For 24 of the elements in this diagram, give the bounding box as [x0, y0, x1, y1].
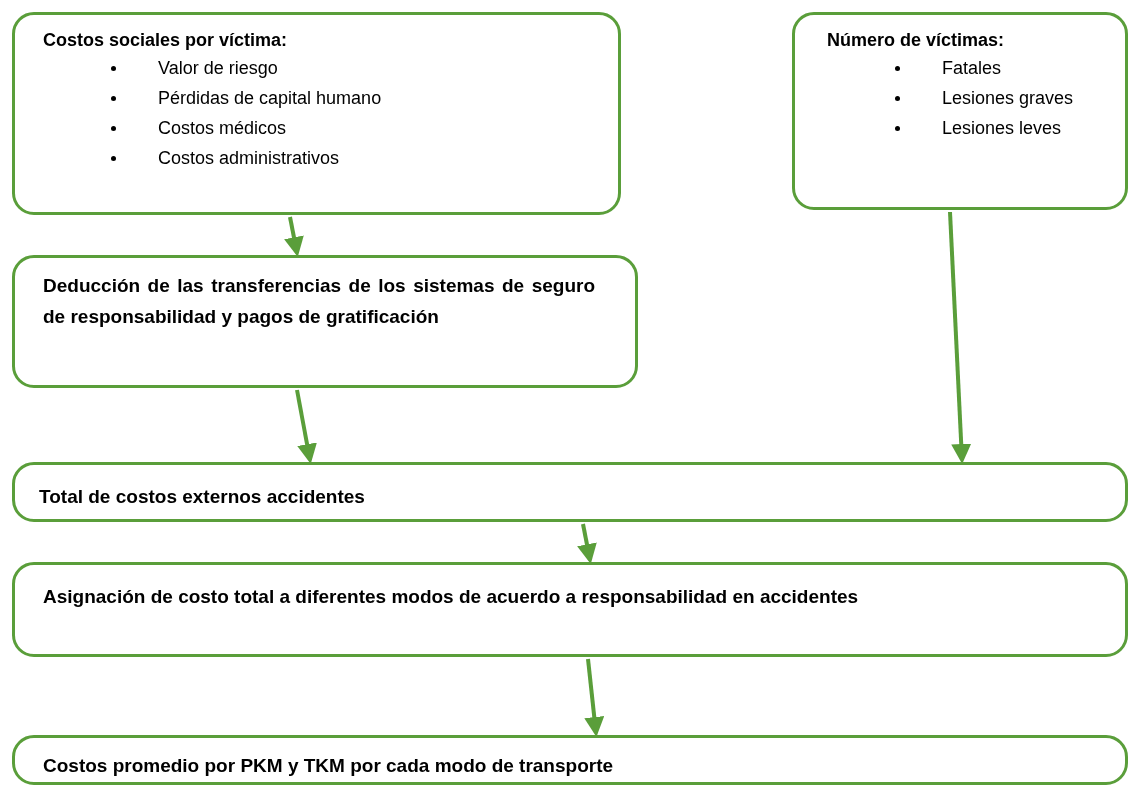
- box-text: Costos promedio por PKM y TKM por cada modo de transporte: [43, 754, 615, 778]
- arrow: [577, 523, 597, 564]
- box-heading: Número de víctimas:: [827, 29, 1006, 52]
- process-box: [12, 562, 1128, 657]
- bullet-item: Fatales: [942, 57, 1002, 80]
- box-text: Deducción de las transferencias de los sistemas de seguro de responsabilidad y pagos de gratificación: [43, 274, 595, 329]
- bullet-item: Lesiones graves: [942, 87, 1074, 110]
- box-text: Asignación de costo total a diferentes modos de acuerdo a responsabilidad en accidentes: [43, 585, 860, 609]
- process-box: [12, 12, 621, 215]
- process-box: [12, 735, 1128, 785]
- bullet-item: Pérdidas de capital humano: [158, 87, 382, 110]
- process-box: [792, 12, 1128, 210]
- box-heading: Costos sociales por víctima:: [43, 29, 289, 52]
- arrow: [584, 658, 605, 737]
- bullet-item: Costos médicos: [158, 117, 287, 140]
- arrow: [295, 389, 317, 464]
- arrow: [284, 216, 304, 257]
- bullet-item: Valor de riesgo: [158, 57, 278, 80]
- process-box: [12, 462, 1128, 522]
- box-text: Total de costos externos accidentes: [39, 485, 366, 509]
- bullet-item: Lesiones leves: [942, 117, 1062, 140]
- bullet-item: Costos administrativos: [158, 147, 340, 170]
- arrow: [948, 211, 972, 464]
- process-box: [12, 255, 638, 388]
